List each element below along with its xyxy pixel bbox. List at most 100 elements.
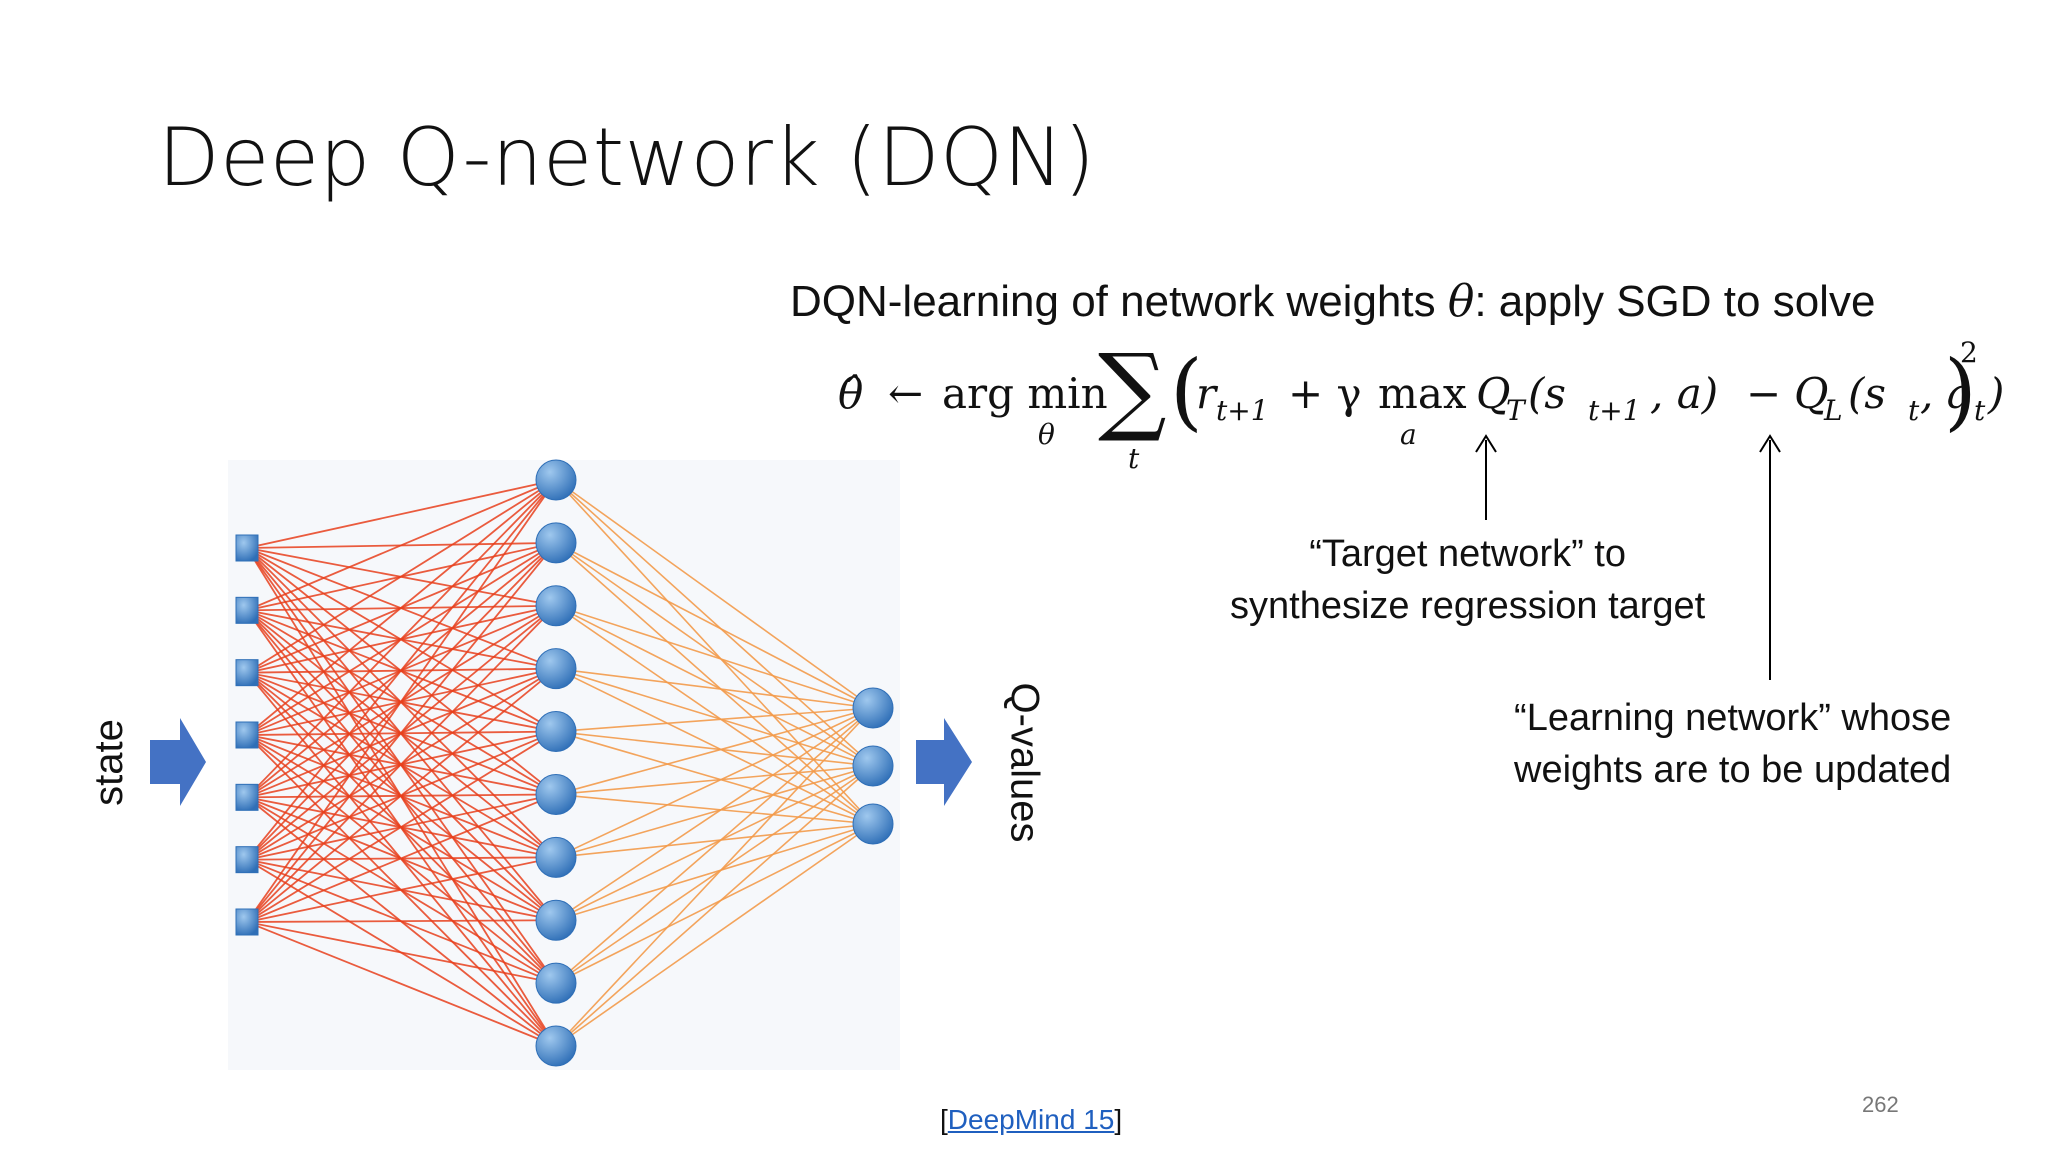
network-edge-input-6-hidden-2 [246, 605, 557, 923]
citation-link[interactable]: DeepMind 15 [947, 1104, 1115, 1135]
state-label: state [86, 719, 131, 806]
eq-q-learn-sub: L [1824, 394, 1843, 427]
network-edge-input-6-hidden-8 [246, 921, 557, 984]
eq-q-target-args-close: , a) [1650, 369, 1719, 418]
output-node-1 [852, 687, 894, 729]
network-edge-input-3-hidden-0 [246, 479, 557, 736]
input-node-1 [235, 534, 259, 562]
eq-left-paren: ( [1170, 342, 1203, 440]
eq-plus-gamma: + γ [1288, 369, 1362, 418]
eq-q-learn-close: ) [1988, 369, 2005, 418]
network-edge-hidden-9-output-1 [555, 765, 874, 1047]
eq-right-paren: ) [1944, 342, 1977, 440]
eq-q-learn: Q [1794, 369, 1829, 418]
learning-network-note-line1: “Learning network” whose [1514, 697, 1952, 739]
network-edge-hidden-2-output-1 [555, 605, 874, 767]
network-edge-hidden-6-output-2 [555, 823, 874, 859]
eq-q-target-args-open: (s [1528, 369, 1566, 418]
eq-q-target: Q [1476, 369, 1511, 418]
input-node-7 [235, 908, 259, 936]
network-edge-input-6-hidden-3 [246, 667, 557, 923]
hidden-node-4 [535, 648, 577, 690]
network-edge-hidden-5-output-2 [555, 793, 874, 825]
hidden-node-2 [535, 522, 577, 564]
network-edge-hidden-3-output-1 [555, 667, 874, 767]
eq-max: max [1378, 369, 1467, 418]
eq-r-sub: t+1 [1216, 394, 1269, 427]
network-edge-hidden-2-output-2 [555, 605, 874, 825]
eq-q-learn-a-sub: t [1974, 394, 1986, 427]
intro-text: DQN-learning of network weights θ: apply… [790, 277, 1876, 326]
eq-power: 2 [1960, 336, 1978, 369]
network-edge-hidden-9-output-2 [555, 823, 874, 1047]
hidden-node-8 [535, 899, 577, 941]
network-edge-hidden-4-output-2 [555, 730, 874, 825]
target-network-note-line2: synthesize regression target [1230, 585, 1706, 627]
network-edge-input-6-hidden-4 [246, 730, 557, 923]
hidden-node-9 [535, 962, 577, 1004]
eq-arrow: ← [888, 369, 924, 418]
network-edge-hidden-5-output-1 [555, 765, 874, 796]
network-edge-hidden-1-output-0 [555, 542, 874, 709]
network-edge-input-0-hidden-0 [246, 479, 557, 549]
network-edge-hidden-7-output-1 [555, 765, 874, 921]
output-node-2 [852, 745, 894, 787]
eq-q-learn-s: (s [1848, 369, 1886, 418]
network-edge-hidden-4-output-0 [555, 707, 874, 733]
eq-q-target-args-sub: t+1 [1588, 394, 1641, 427]
input-node-2 [235, 596, 259, 624]
input-node-4 [235, 721, 259, 749]
citation-close-bracket: ] [1114, 1104, 1123, 1135]
target-network-arrowhead-icon [1475, 434, 1497, 453]
network-edge-input-5-hidden-0 [246, 479, 557, 861]
intro-text-main: DQN-learning of network weights [790, 277, 1448, 326]
network-edges [246, 479, 874, 1047]
page-number: 262 [1862, 1092, 1899, 1117]
hidden-node-5 [535, 711, 577, 753]
intro-text-suffix: : apply SGD to solve [1474, 277, 1876, 326]
hidden-node-1 [535, 459, 577, 501]
citation: [DeepMind 15] [940, 1104, 1122, 1136]
network-edge-hidden-0-output-1 [555, 479, 874, 767]
hidden-node-10 [535, 1025, 577, 1067]
network-edge-input-1-hidden-0 [246, 479, 557, 612]
dqn-equation: θ̂ ← arg min θ ∑ t ( r t+1 + γ max a Q T… [830, 335, 2030, 485]
network-edge-input-6-hidden-9 [246, 921, 557, 1047]
q-values-arrow-icon [916, 718, 972, 806]
network-edge-hidden-8-output-0 [555, 707, 874, 984]
q-values-label: Q-values [1002, 682, 1047, 843]
input-node-5 [235, 783, 259, 811]
network-edge-input-6-hidden-1 [246, 542, 557, 923]
network-edge-input-4-hidden-0 [246, 479, 557, 798]
network-edge-hidden-3-output-2 [555, 667, 874, 825]
network-edge-input-6-hidden-6 [246, 856, 557, 923]
network-edge-hidden-3-output-0 [555, 667, 874, 709]
eq-theta-hat: θ̂ [838, 369, 864, 418]
network-edge-hidden-0-output-0 [555, 479, 874, 709]
eq-argmin-sub: θ [1038, 418, 1055, 451]
network-edge-hidden-9-output-0 [555, 707, 874, 1047]
target-network-note-line1: “Target network” to [1309, 533, 1627, 575]
input-node-6 [235, 846, 259, 874]
eq-q-learn-s-sub: t [1908, 394, 1920, 427]
hidden-node-3 [535, 585, 577, 627]
network-edge-hidden-2-output-0 [555, 605, 874, 709]
eq-argmin: arg min [942, 369, 1108, 418]
network-edge-hidden-6-output-1 [555, 765, 874, 859]
network-nodes [235, 459, 894, 1067]
network-edge-hidden-1-output-1 [555, 542, 874, 767]
learning-network-note-line2: weights are to be updated [1514, 749, 1952, 791]
citation-open-bracket: [ [940, 1104, 948, 1135]
eq-r: r [1196, 369, 1217, 418]
network-edge-hidden-5-output-0 [555, 707, 874, 796]
network-edge-hidden-7-output-0 [555, 707, 874, 921]
network-edge-hidden-1-output-2 [555, 542, 874, 825]
network-edge-hidden-6-output-0 [555, 707, 874, 859]
hidden-node-7 [535, 836, 577, 878]
output-node-3 [852, 803, 894, 845]
network-edge-hidden-8-output-1 [555, 765, 874, 984]
network-edge-hidden-0-output-2 [555, 479, 874, 825]
target-network-note: “Target network” to synthesize regressio… [1230, 528, 1705, 632]
input-node-3 [235, 659, 259, 687]
